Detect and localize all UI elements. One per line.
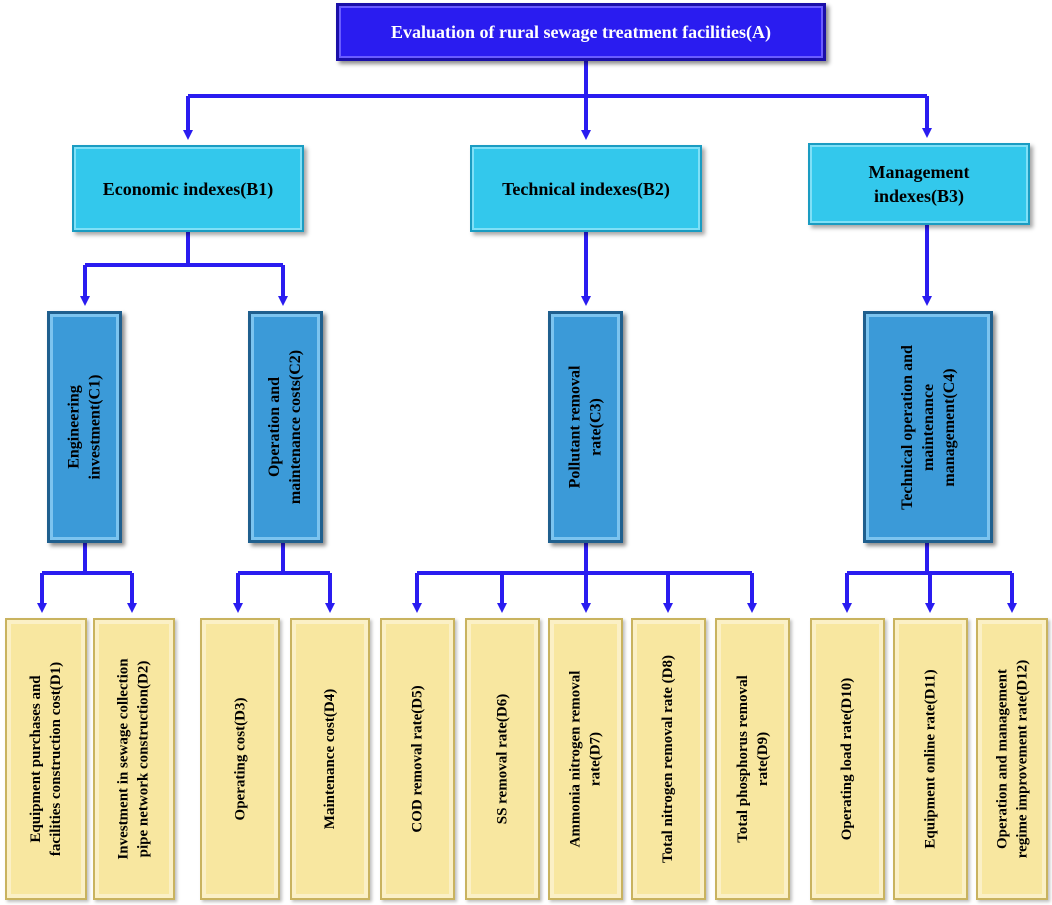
indicator-label-d7: Ammonia nitrogen removal rate(D7) xyxy=(566,671,606,848)
indicator-d1-line2: facilities construction cost(D1) xyxy=(48,661,64,857)
indicator-d10-line1: Operating load rate(D10) xyxy=(839,677,856,841)
sub-criteria-label-c1: Engineering investment(C1) xyxy=(64,375,106,480)
indicator-d1-line1: Equipment purchases and xyxy=(28,675,44,843)
sub-criteria-c1-line1: Engineering xyxy=(65,385,83,469)
sub-criteria-c1-line2: investment(C1) xyxy=(86,374,104,480)
sub-criteria-node-c4: Technical operation and maintenance mana… xyxy=(863,311,993,543)
sub-criteria-node-c3: Pollutant removal rate(C3) xyxy=(548,311,623,543)
indicator-node-d4: Maintenance cost(D4) xyxy=(290,618,370,900)
indicator-node-d5: COD removal rate(D5) xyxy=(380,618,455,900)
indicator-d6-line1: SS removal rate(D6) xyxy=(494,693,511,825)
indicator-label-d12: Operation and management regime improvem… xyxy=(992,660,1032,859)
indicator-label-d8: Total nitrogen removal rate (D8) xyxy=(659,655,679,863)
sub-criteria-label-c2: Operation and maintenance costs(C2) xyxy=(265,350,307,504)
indicator-node-d10: Operating load rate(D10) xyxy=(810,618,885,900)
indicator-d12-line1: Operation and management xyxy=(994,669,1011,850)
criteria-node-b3: Management indexes(B3) xyxy=(808,143,1030,225)
indicator-label-d1: Equipment purchases and facilities const… xyxy=(26,662,66,856)
root-node-a: Evaluation of rural sewage treatment fac… xyxy=(336,3,826,61)
indicator-d8-line1: Total nitrogen removal rate (D8) xyxy=(660,654,677,864)
indicator-label-d3: Operating cost(D3) xyxy=(230,698,250,821)
sub-criteria-node-c1: Engineering investment(C1) xyxy=(47,311,122,543)
indicator-label-d6: SS removal rate(D6) xyxy=(493,694,513,825)
sub-criteria-c4-line2: maintenance xyxy=(919,383,937,471)
indicator-d5-line1: COD removal rate(D5) xyxy=(409,685,426,833)
sub-criteria-label-c3: Pollutant removal rate(C3) xyxy=(565,366,607,489)
indicator-d11-line1: Equipment online rate(D11) xyxy=(922,669,939,849)
sub-criteria-c2-line2: maintenance costs(C2) xyxy=(287,349,305,505)
criteria-label-b3: Management indexes(B3) xyxy=(868,162,970,206)
indicator-d2-line1: Investment in sewage collection xyxy=(116,658,132,860)
indicator-d3-line1: Operating cost(D3) xyxy=(232,697,248,821)
indicator-d7-line1: Ammonia nitrogen removal xyxy=(567,670,584,848)
sub-criteria-c3-line2: rate(C3) xyxy=(587,398,605,456)
sub-criteria-c3-line1: Pollutant removal xyxy=(566,365,584,489)
indicator-d7-line2: rate(D7) xyxy=(587,731,604,787)
indicator-label-d4: Maintenance cost(D4) xyxy=(320,689,340,829)
indicator-node-d9: Total phosphorus removal rate(D9) xyxy=(715,618,790,900)
sub-criteria-c4-line1: Technical operation and xyxy=(898,344,916,510)
sub-criteria-c2-line1: Operation and xyxy=(266,376,284,478)
indicator-label-d10: Operating load rate(D10) xyxy=(838,678,858,840)
indicator-node-d12: Operation and management regime improvem… xyxy=(976,618,1048,900)
indicator-d9-line2: rate(D9) xyxy=(754,731,771,787)
indicator-label-d5: COD removal rate(D5) xyxy=(408,685,428,832)
root-label: Evaluation of rural sewage treatment fac… xyxy=(390,22,772,42)
criteria-label-b2: Technical indexes(B2) xyxy=(502,178,670,199)
indicator-node-d6: SS removal rate(D6) xyxy=(465,618,540,900)
sub-criteria-node-c2: Operation and maintenance costs(C2) xyxy=(248,311,323,543)
indicator-d9-line1: Total phosphorus removal xyxy=(734,675,751,843)
indicator-node-d11: Equipment online rate(D11) xyxy=(893,618,968,900)
indicator-d2-line2: pipe network construction(D2) xyxy=(136,660,152,858)
indicator-node-d8: Total nitrogen removal rate (D8) xyxy=(631,618,706,900)
indicator-node-d2: Investment in sewage collection pipe net… xyxy=(93,618,175,900)
indicator-node-d1: Equipment purchases and facilities const… xyxy=(5,618,87,900)
sub-criteria-label-c4: Technical operation and maintenance mana… xyxy=(897,345,960,510)
indicator-label-d11: Equipment online rate(D11) xyxy=(921,669,941,848)
indicator-node-d3: Operating cost(D3) xyxy=(200,618,280,900)
sub-criteria-c4-line3: management(C4) xyxy=(940,367,958,487)
indicator-d4-line1: Maintenance cost(D4) xyxy=(322,688,339,830)
criteria-node-b2: Technical indexes(B2) xyxy=(470,145,702,232)
criteria-node-b1: Economic indexes(B1) xyxy=(72,145,304,232)
criteria-label-b1: Economic indexes(B1) xyxy=(102,178,274,199)
indicator-node-d7: Ammonia nitrogen removal rate(D7) xyxy=(548,618,623,900)
indicator-d12-line2: regime improvement rate(D12) xyxy=(1014,659,1031,859)
indicator-label-d2: Investment in sewage collection pipe net… xyxy=(114,658,154,859)
indicator-label-d9: Total phosphorus removal rate(D9) xyxy=(733,675,773,843)
